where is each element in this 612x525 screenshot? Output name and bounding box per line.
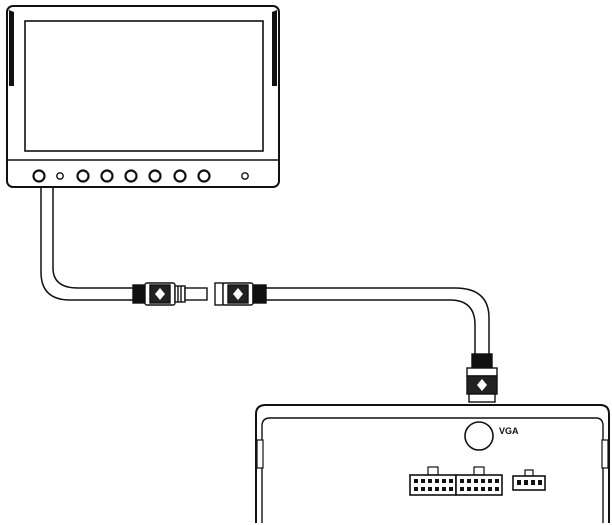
dvr-right-mount-slot [601,439,609,469]
12-pin-connector [409,466,457,496]
aviation-connector-male [132,282,208,306]
dvr-left-mount-slot [256,439,264,469]
dvr-input-connector [466,353,498,403]
dvr-inner-shell [261,417,604,523]
aviation-connector-female [214,282,267,306]
monitor-cable [40,188,135,301]
monitor-button [173,169,187,183]
monitor-ir-sensor [241,172,249,180]
dvr-box [255,404,610,523]
monitor-button [100,169,114,183]
4-pin-connector [512,469,546,491]
monitor-screen [24,20,264,152]
monitor-button [124,169,138,183]
monitor-button [148,169,162,183]
monitor-button-row [32,169,249,183]
vga-port [464,421,494,451]
monitor [6,5,280,188]
monitor-power-button [32,169,46,183]
monitor-housing [6,5,280,188]
monitor-left-bezel-shadow [9,10,14,86]
monitor-button [76,169,90,183]
dvr-cable [266,287,490,357]
dvr-outer-shell [255,404,610,523]
monitor-right-bezel-shadow [272,10,277,86]
vga-port-label: VGA [499,426,519,436]
12-pin-connector [455,466,503,496]
monitor-button [197,169,211,183]
monitor-indicator-led [56,172,64,180]
